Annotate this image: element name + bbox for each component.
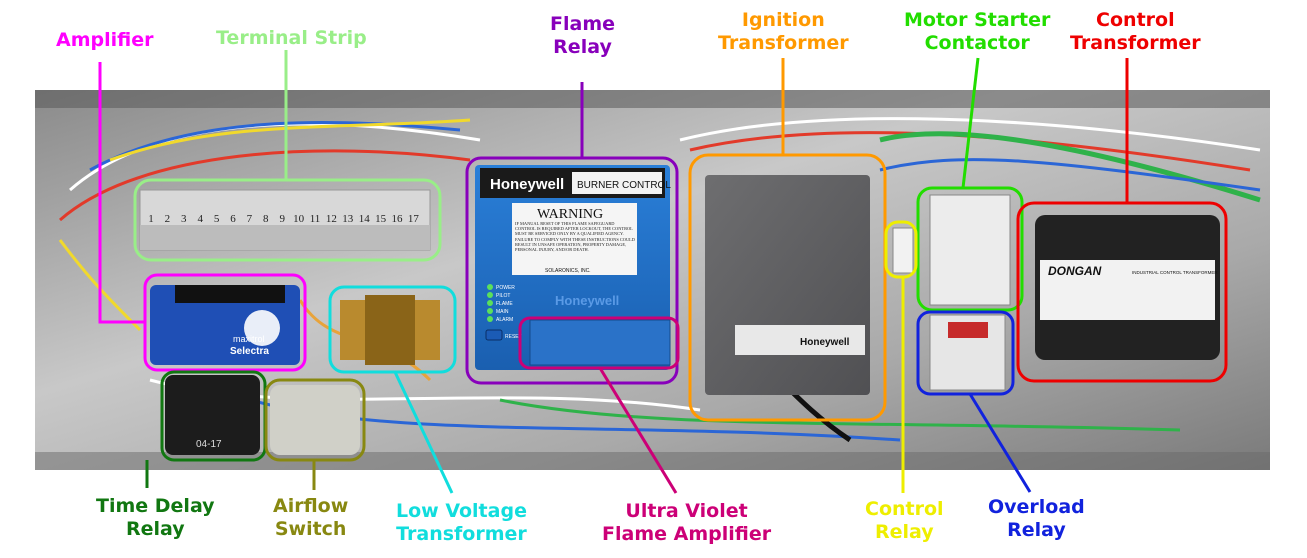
label-terminal-strip: Terminal Strip [216, 27, 367, 50]
label-time-delay-line1: Time Delay [96, 495, 215, 517]
solaronics-text: SOLARONICS, INC. [545, 268, 591, 274]
led-flame-label: FLAME [496, 301, 513, 307]
label-control-relay: Control Relay [865, 498, 944, 544]
ignition-brand-text: Honeywell [800, 337, 850, 348]
leader-low-voltage-transformer [393, 371, 454, 494]
terminal-number: 15 [375, 213, 387, 225]
leader-motor-starter [961, 57, 980, 189]
leader-amplifier [98, 62, 145, 324]
terminal-number: 6 [230, 213, 236, 225]
leader-lines [98, 50, 1129, 494]
label-control-transformer-line1: Control [1096, 9, 1175, 31]
label-flame-relay: Flame Relay [550, 13, 615, 59]
time-delay-relay-device [165, 375, 260, 455]
label-amplifier: Amplifier [56, 29, 153, 52]
control-relay-device [892, 227, 914, 274]
terminal-number: 7 [247, 213, 253, 225]
overload-relay-device [929, 314, 1006, 391]
label-control-transformer-line2: Transformer [1070, 32, 1201, 54]
terminal-number: 8 [263, 213, 269, 225]
label-uv-flame-amplifier: Ultra Violet Flame Amplifier [602, 500, 771, 546]
terminal-number: 10 [293, 213, 305, 225]
label-airflow-switch: Airflow Switch [273, 495, 348, 541]
terminal-number: 2 [165, 213, 171, 225]
outline-ignition-transformer [688, 153, 887, 422]
label-low-voltage-transformer: Low Voltage Transformer [396, 500, 527, 546]
motor-starter-contactor-device [929, 194, 1011, 306]
terminal-number: 1 [148, 213, 154, 225]
terminal-number: 5 [214, 213, 220, 225]
outline-flame-relay [465, 156, 679, 385]
honeywell-brand-text: Honeywell [490, 176, 564, 193]
label-low-voltage-line1: Low Voltage [396, 500, 527, 522]
warning-title-text: WARNING [537, 207, 603, 222]
terminal-number: 16 [392, 213, 404, 225]
led-alarm-label: ALARM [496, 317, 513, 323]
label-uv-line2: Flame Amplifier [602, 523, 772, 545]
leader-uv-flame-amplifier [598, 367, 678, 494]
dongan-text: DONGAN [1048, 264, 1102, 278]
label-time-delay-line2: Relay [125, 518, 185, 540]
wiring [58, 117, 1261, 443]
label-airflow-line1: Airflow [273, 495, 349, 517]
terminal-number: 14 [359, 213, 371, 225]
outline-control-transformer [1016, 201, 1228, 383]
control-transformer-device [1035, 215, 1220, 360]
terminal-number: 17 [408, 213, 420, 225]
led-main-label: MAIN [496, 309, 509, 315]
terminal-number: 4 [197, 213, 203, 225]
selectra-text: Selectra [230, 346, 269, 357]
honeywell-lower-text: Honeywell [555, 293, 619, 308]
airflow-switch-device [270, 385, 360, 455]
terminal-number: 12 [326, 213, 337, 225]
label-overload-line2: Relay [1007, 519, 1066, 541]
ignition-transformer-device [705, 175, 870, 395]
label-time-delay-relay: Time Delay Relay [96, 495, 215, 541]
terminal-number: 9 [279, 213, 285, 225]
label-control-relay-line1: Control [865, 498, 944, 520]
outline-uv-flame-amplifier [518, 316, 680, 370]
label-overload-line1: Overload [988, 496, 1085, 518]
label-ignition-transformer-line2: Transformer [718, 32, 849, 54]
outline-low-voltage-transformer [328, 285, 457, 374]
led-pilot-label: PILOT [496, 293, 510, 299]
maxitrol-text: maxitrol [233, 334, 265, 344]
led-power-label: POWER [496, 285, 515, 291]
leader-overload-relay [968, 393, 1032, 493]
dongan-sub-text: INDUSTRIAL CONTROL TRANSFORMER [1132, 270, 1218, 275]
label-motor-starter-line2: Contactor [924, 32, 1030, 54]
terminal-strip-device [139, 189, 431, 251]
label-amplifier-text: Amplifier [56, 29, 154, 51]
label-motor-starter-line1: Motor Starter [904, 9, 1051, 31]
amplifier-device [150, 285, 300, 365]
label-low-voltage-line2: Transformer [396, 523, 527, 545]
label-airflow-line2: Switch [274, 518, 347, 540]
terminal-number: 3 [181, 213, 187, 225]
low-voltage-transformer-device [340, 295, 440, 365]
label-motor-starter-contactor: Motor Starter Contactor [904, 9, 1050, 55]
label-terminal-strip-text: Terminal Strip [216, 27, 367, 49]
outline-overload-relay [916, 310, 1015, 396]
terminal-number: 13 [342, 213, 354, 225]
reset-label: RESET [505, 334, 522, 340]
label-uv-line1: Ultra Violet [625, 500, 748, 522]
label-overload-relay: Overload Relay [988, 496, 1085, 542]
label-control-transformer: Control Transformer [1070, 9, 1201, 55]
burner-control-text: BURNER CONTROL [577, 180, 671, 191]
outline-control-relay [884, 220, 918, 279]
label-flame-relay-line1: Flame [550, 13, 615, 35]
timer-code-text: 04-17 [196, 439, 222, 450]
terminal-number: 11 [310, 213, 321, 225]
label-flame-relay-line2: Relay [553, 36, 612, 58]
warning-body-text: IF MANUAL RESET OF THIS FLAME SAFEGUARD … [515, 221, 635, 253]
outline-motor-starter-contactor [916, 186, 1024, 312]
label-ignition-transformer: Ignition Transformer [718, 9, 849, 55]
label-ignition-transformer-line1: Ignition [741, 9, 825, 31]
label-control-relay-line2: Relay [874, 521, 934, 543]
